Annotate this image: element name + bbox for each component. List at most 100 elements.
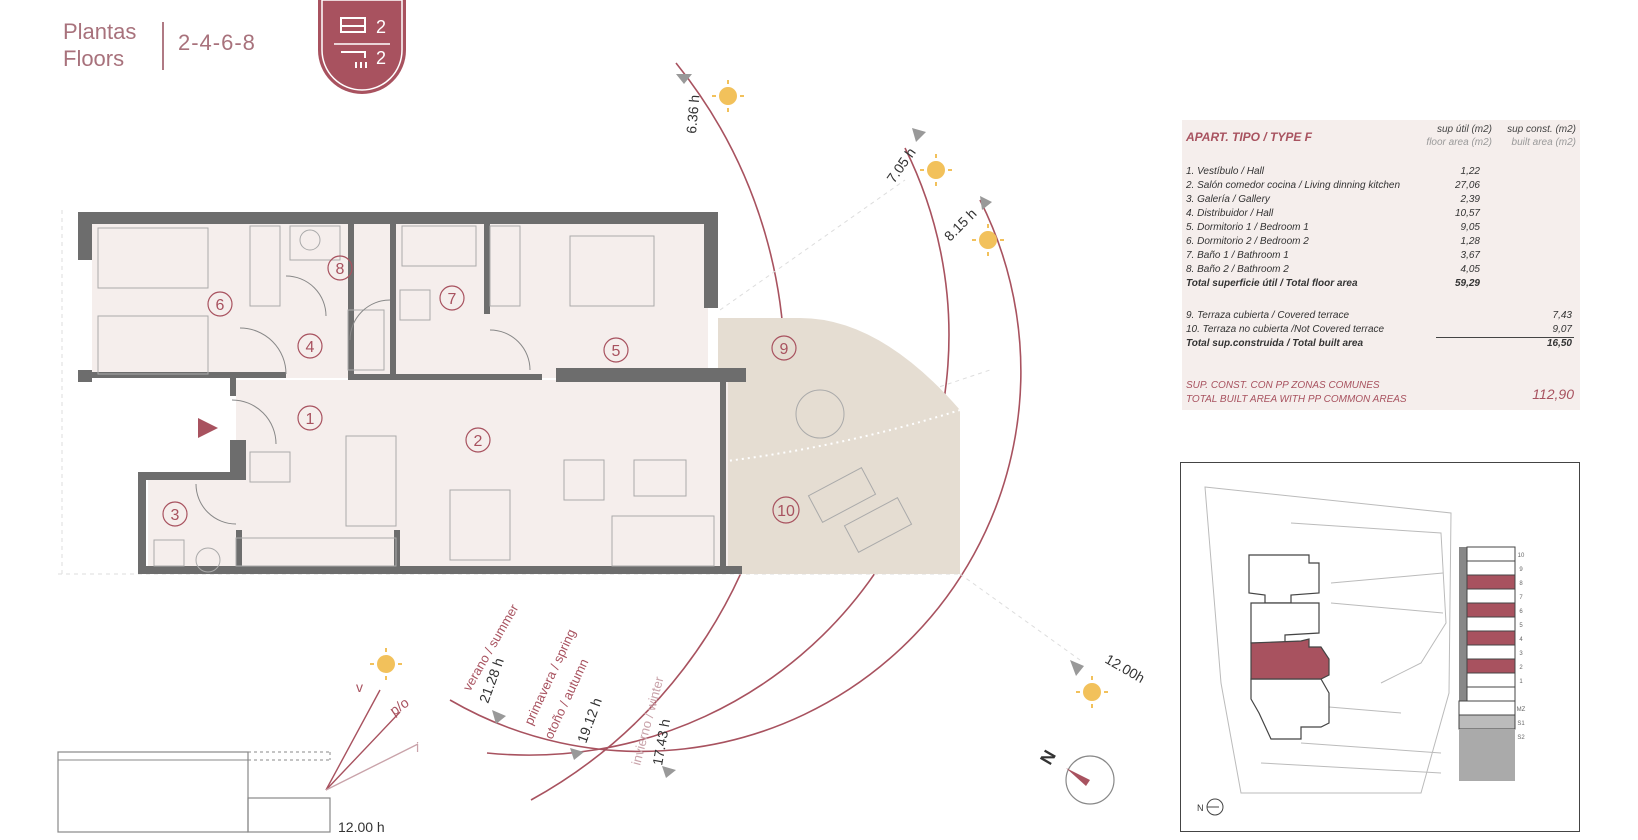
key-plan-drawing: 10 9 8 7 6 5 4 3 2 1 MZ S1 S2 N: [1197, 486, 1526, 816]
svg-text:6: 6: [216, 297, 225, 314]
level-label: S2: [1517, 735, 1525, 741]
svg-text:9: 9: [780, 341, 789, 358]
shower-icon: [341, 51, 367, 68]
apartment-floor: [92, 224, 728, 570]
floors-numbers: 2-4-6-8: [178, 30, 256, 55]
svg-text:3: 3: [171, 507, 180, 524]
col-useful-sub: floor area (m2): [1426, 137, 1492, 148]
col-built-header: sup const. (m2): [1507, 124, 1576, 135]
sun-icon: [1076, 676, 1108, 708]
total-useful-value: 59,29: [1454, 278, 1480, 289]
level-label: S1: [1517, 721, 1525, 727]
total-divider: [1436, 337, 1574, 338]
table-row-label: 6. Dormitorio 2 / Bedroom 2: [1186, 236, 1309, 247]
table-row-useful: 3,67: [1460, 250, 1480, 261]
walls: [78, 212, 746, 574]
room-2-marker: 2: [465, 427, 491, 453]
table-row-useful: 2,39: [1460, 194, 1480, 205]
table-title: APART. TIPO / TYPE F: [1186, 130, 1313, 144]
col-built-sub: built area (m2): [1511, 137, 1576, 148]
section-diagram: v p/o i 12.00 h: [57, 679, 419, 835]
badge-bathrooms: 2: [376, 48, 386, 68]
winter-time-label: 17.43 h: [649, 718, 673, 767]
svg-text:10: 10: [777, 503, 795, 520]
sun-time-label: 12.00h: [1103, 651, 1148, 686]
table-row-label: 5. Dormitorio 1 / Bedroom 1: [1186, 222, 1309, 233]
table-row-useful: 1,22: [1460, 166, 1480, 177]
key-plan: 10 9 8 7 6 5 4 3 2 1 MZ S1 S2 N: [1180, 462, 1580, 832]
svg-text:7: 7: [448, 291, 457, 308]
level-label: 3: [1519, 651, 1523, 657]
table-row-label: 2. Salón comedor cocina / Living dinning…: [1186, 180, 1401, 191]
level-label: 5: [1519, 623, 1523, 629]
pp-label-es: SUP. CONST. CON PP ZONAS COMUNES: [1186, 380, 1380, 391]
terrace-area: [718, 318, 960, 574]
terrace-row-built: 9,07: [1552, 324, 1572, 335]
sun-time-label: 6.36 h: [683, 94, 702, 134]
level-stack: [1458, 546, 1516, 781]
level-label: 2: [1519, 665, 1523, 671]
north-label: N: [1036, 747, 1060, 768]
keyplan-north-label: N: [1197, 803, 1204, 813]
level-label: MZ: [1517, 707, 1526, 713]
header-divider: [162, 22, 164, 70]
sun-time-label: 8.15 h: [941, 205, 980, 244]
furniture: [97, 225, 913, 573]
table-row-useful: 9,05: [1460, 222, 1480, 233]
ray-winter-label: i: [416, 739, 419, 755]
svg-text:4: 4: [306, 339, 315, 356]
level-label: 9: [1519, 567, 1523, 573]
apartment-highlight: [1250, 638, 1330, 680]
room-4-marker: 4: [297, 333, 323, 359]
pp-label-en: TOTAL BUILT AREA WITH PP COMMON AREAS: [1186, 394, 1407, 405]
room-6-marker: 6: [207, 291, 233, 317]
entrance-arrow: [198, 418, 218, 438]
floors-title-es: Plantas: [63, 19, 137, 44]
terrace-row-label: 10. Terraza no cubierta /Not Covered ter…: [1186, 324, 1385, 335]
room-5-marker: 5: [603, 337, 629, 363]
level-label: 6: [1519, 609, 1523, 615]
level-label: 7: [1519, 595, 1523, 601]
ray-summer-label: v: [356, 679, 363, 695]
sun-icon: [972, 224, 1004, 256]
room-3-marker: 3: [162, 501, 188, 527]
sun-icon: [712, 80, 744, 112]
total-useful-label: Total superficie útil / Total floor area: [1186, 278, 1358, 289]
room-10-marker: 10: [772, 496, 800, 524]
table-row-label: 7. Baño 1 / Bathroom 1: [1186, 250, 1289, 261]
svg-text:8: 8: [336, 261, 345, 278]
room-8-marker: 8: [327, 255, 353, 281]
sun-icon: [370, 648, 402, 680]
level-label: 10: [1518, 553, 1525, 559]
door-swings: [195, 275, 531, 525]
floors-title: Plantas Floors: [63, 18, 136, 72]
pp-value: 112,90: [1532, 386, 1574, 402]
room-1-marker: 1: [297, 405, 323, 431]
bed-icon: [340, 17, 366, 33]
level-label: 8: [1519, 581, 1523, 587]
table-row-useful: 10,57: [1454, 208, 1480, 219]
sun-icons: [370, 80, 1108, 708]
area-table: APART. TIPO / TYPE F sup útil (m2) floor…: [1182, 120, 1580, 410]
table-row-label: 8. Baño 2 / Bathroom 2: [1186, 264, 1289, 275]
badge-bedrooms: 2: [376, 17, 386, 37]
svg-text:1: 1: [306, 411, 315, 428]
svg-text:2: 2: [474, 433, 483, 450]
table-row-label: 3. Galería / Gallery: [1186, 194, 1270, 205]
noon-label: 12.00 h: [338, 819, 385, 835]
table-row-useful: 27,06: [1454, 180, 1480, 191]
level-label: 4: [1519, 637, 1523, 643]
level-label: 1: [1519, 679, 1523, 685]
terrace-row-built: 7,43: [1552, 310, 1572, 321]
table-row-label: 4. Distribuidor / Hall: [1186, 208, 1274, 219]
north-compass: N: [1036, 747, 1115, 805]
table-row-useful: 1,28: [1460, 236, 1480, 247]
sun-icon: [920, 154, 952, 186]
total-built-value: 16,50: [1546, 338, 1572, 349]
col-useful-header: sup útil (m2): [1436, 124, 1492, 135]
keyplan-compass: N: [1197, 798, 1224, 816]
terrace-row-label: 9. Terraza cubierta / Covered terrace: [1186, 310, 1350, 321]
floors-title-en: Floors: [63, 46, 125, 71]
table-row-useful: 4,05: [1460, 264, 1480, 275]
time-markers: [492, 74, 1084, 778]
